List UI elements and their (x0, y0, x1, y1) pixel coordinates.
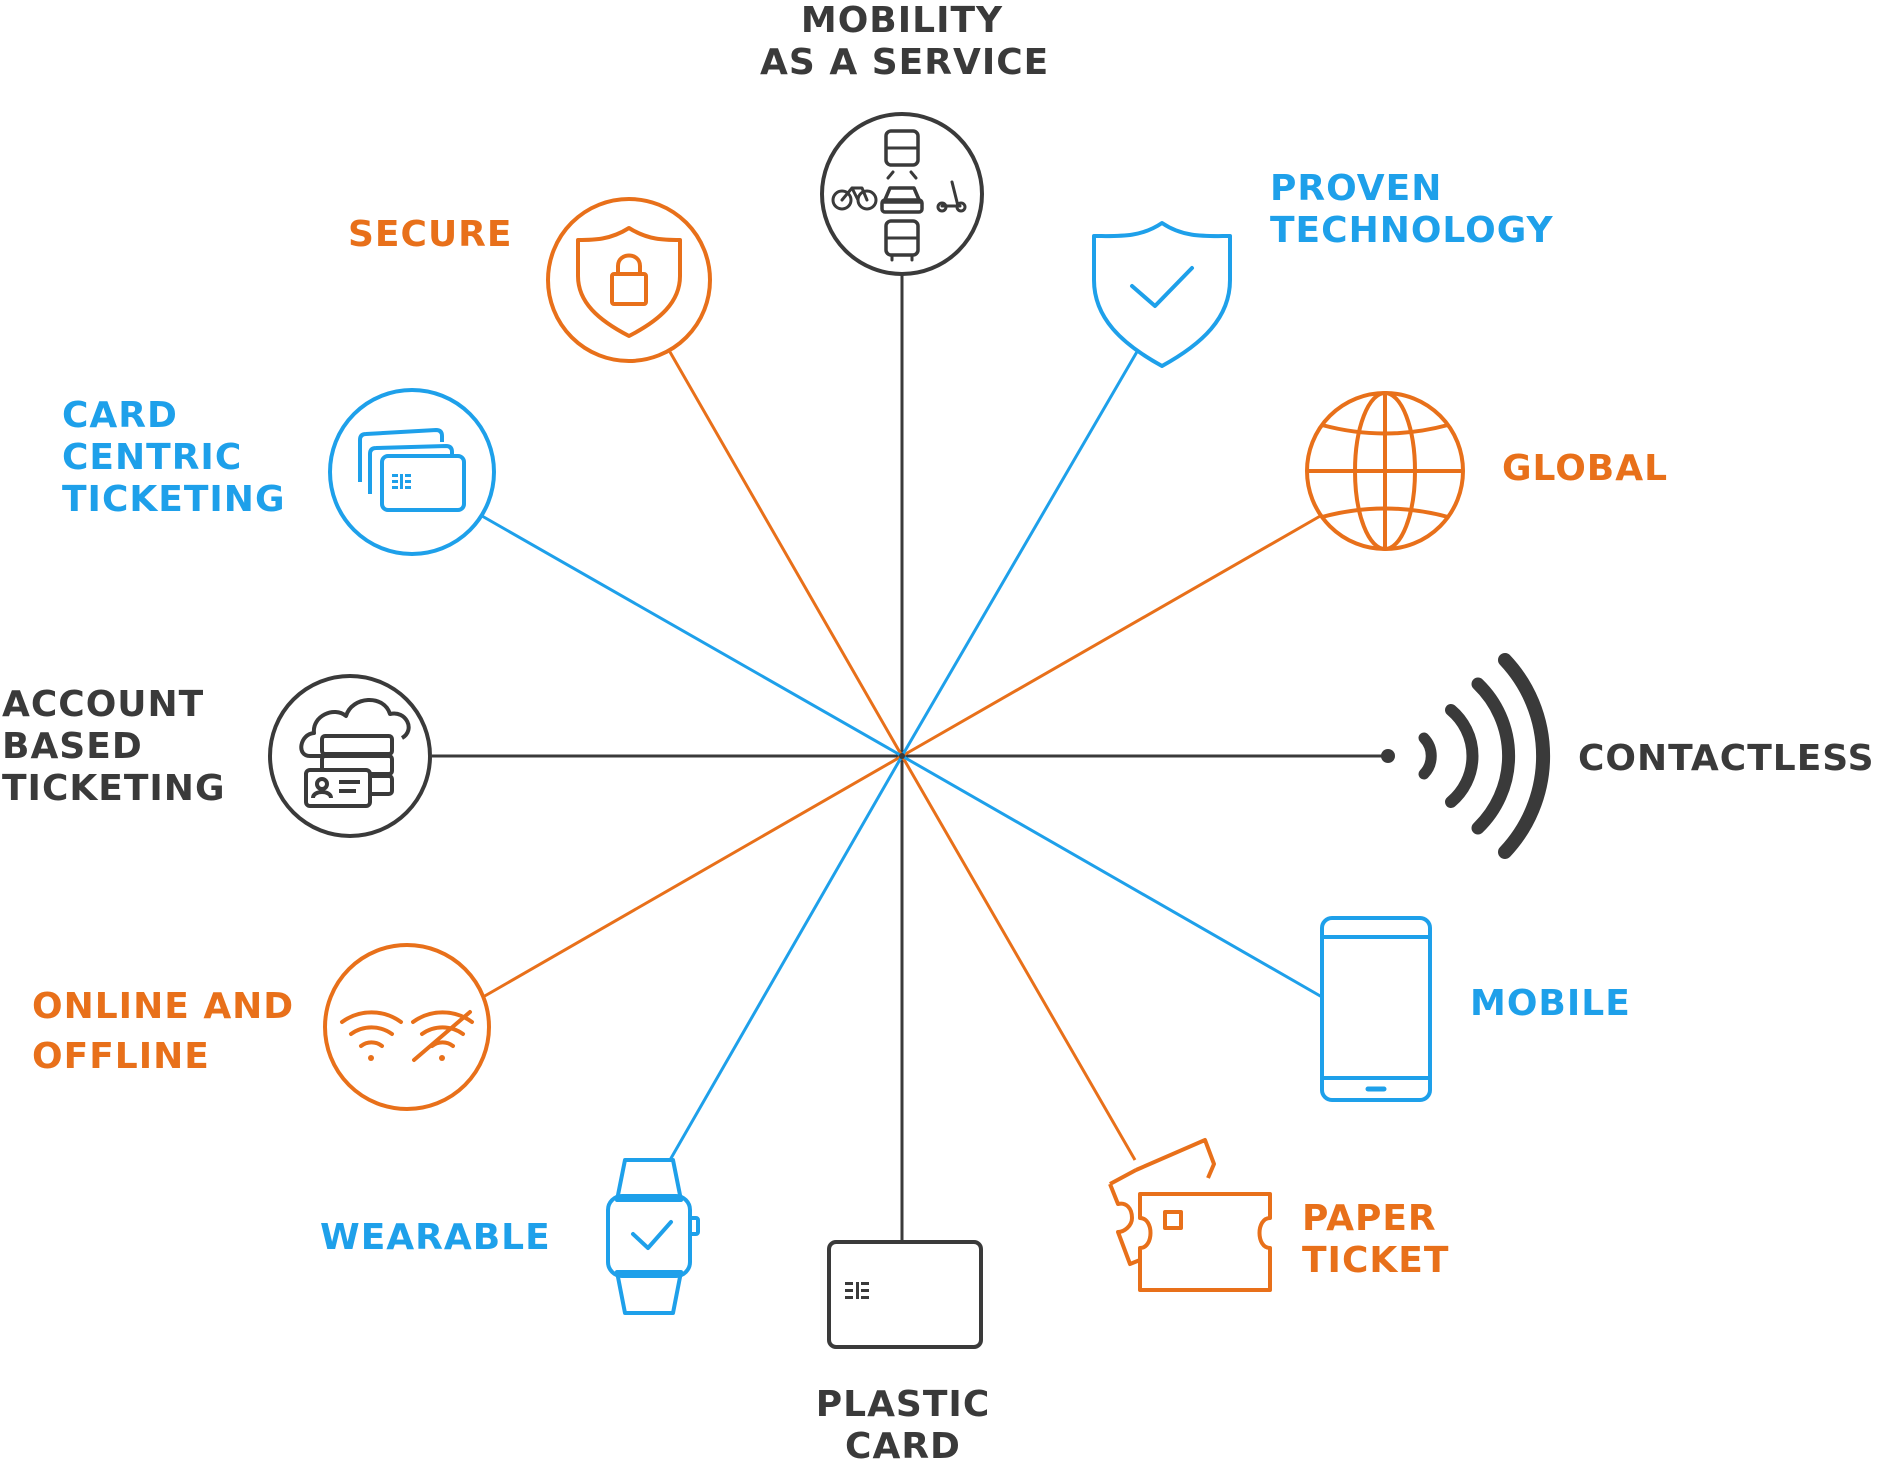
label-line: CARD (62, 395, 178, 436)
label-line: PROVEN (1270, 168, 1443, 209)
label-line: AS A SERVICE (760, 42, 1050, 83)
label-line: MOBILITY (800, 0, 1004, 41)
smartwatch-icon (606, 1158, 700, 1315)
label-line: TICKETING (2, 768, 226, 809)
label-line: MOBILE (1470, 983, 1631, 1024)
spoke-cct (481, 514, 903, 758)
label-card-centric-ticketing: CARD CENTRIC TICKETING (62, 395, 286, 521)
label-online-and-offline: ONLINE AND OFFLINE (32, 982, 294, 1082)
spoke-online (482, 754, 903, 999)
spoke-wearable (668, 755, 904, 1161)
transport-modes-icon (820, 112, 984, 276)
spoke-paper (900, 755, 1137, 1161)
label-mobility-as-a-service: MOBILITY AS A SERVICE (760, 0, 1050, 84)
label-paper-ticket: PAPER TICKET (1302, 1198, 1449, 1282)
shield-check-icon (1092, 221, 1232, 368)
hub-center (899, 753, 905, 759)
label-line: BASED (2, 726, 143, 767)
wifi-online-offline-icon (323, 943, 491, 1111)
label-mobile: MOBILE (1470, 983, 1631, 1025)
label-contactless: CONTACTLESS (1578, 738, 1875, 780)
label-secure: SECURE (348, 214, 512, 256)
spoke-secure (668, 351, 904, 757)
label-line: PLASTIC (815, 1384, 991, 1425)
label-line: CARD (845, 1426, 961, 1467)
shield-lock-icon (546, 197, 712, 363)
label-proven-technology: PROVEN TECHNOLOGY (1270, 168, 1554, 252)
card-stack-icon (328, 388, 496, 556)
label-line: OFFLINE (32, 1036, 210, 1077)
spoke-proven (900, 349, 1140, 757)
label-line: WEARABLE (320, 1217, 551, 1258)
smartphone-icon (1320, 916, 1432, 1102)
cloud-server-icon (268, 674, 432, 838)
spoke-global (901, 513, 1323, 758)
label-line: ACCOUNT (2, 684, 205, 725)
label-line: SECURE (348, 214, 513, 255)
label-line: ONLINE AND (32, 986, 295, 1027)
paper-ticket-icon (1108, 1138, 1272, 1292)
label-line: TICKETING (62, 479, 286, 520)
label-account-based-ticketing: ACCOUNT BASED TICKETING (2, 684, 226, 810)
label-global: GLOBAL (1502, 448, 1668, 490)
label-line: TECHNOLOGY (1270, 210, 1554, 251)
label-line: TICKET (1302, 1240, 1450, 1281)
label-line: GLOBAL (1502, 448, 1669, 489)
contactless-waves-icon (1381, 653, 1551, 859)
label-plastic-card: PLASTIC CARD (800, 1384, 1006, 1468)
label-line: CENTRIC (62, 437, 243, 478)
globe-icon (1305, 391, 1465, 551)
spoke-mobile (901, 754, 1323, 999)
label-line: PAPER (1302, 1198, 1437, 1239)
label-line: CONTACTLESS (1578, 738, 1875, 779)
plastic-card-icon (827, 1240, 983, 1349)
label-wearable: WEARABLE (320, 1217, 551, 1259)
